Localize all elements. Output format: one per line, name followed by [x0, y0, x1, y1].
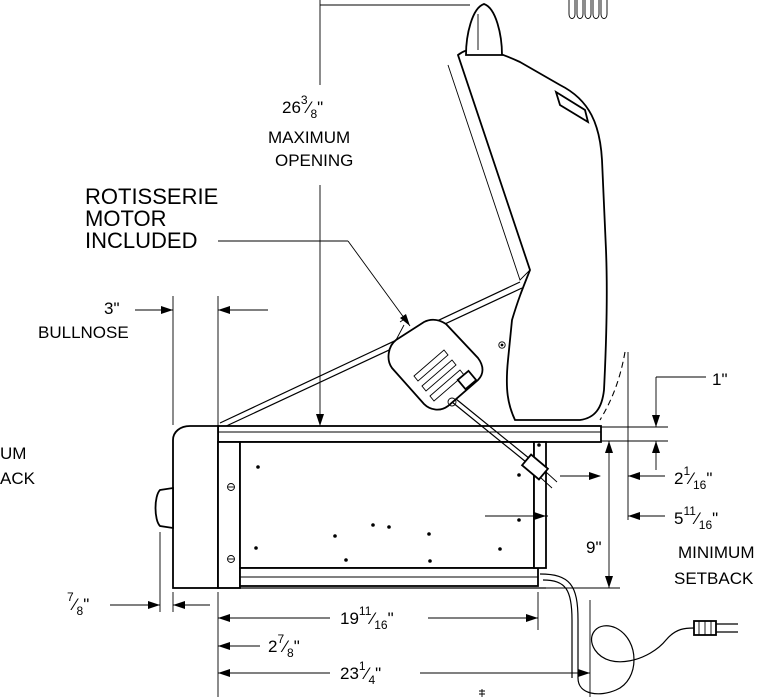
twenty-three-inch-dimension [218, 600, 591, 697]
dim-19-label: 1911⁄16" [340, 604, 394, 632]
min-setback-label-2: SETBACK [674, 569, 754, 588]
power-cord [479, 573, 738, 697]
two-inch-dimension [560, 352, 665, 520]
rotisserie-label-1: ROTISSERIE [85, 184, 218, 209]
max-opening-value: 263⁄8" [282, 93, 323, 121]
max-opening-dimension [316, 0, 470, 426]
seven-eighths-dimension [110, 532, 210, 612]
five-inch-dimension [485, 512, 665, 520]
rotisserie-label-3: INCLUDED [85, 228, 197, 253]
grate-fingers-icon [568, 0, 608, 19]
dim-5-label: 511⁄16" [674, 504, 718, 532]
nineteen-inch-dimension [217, 592, 539, 697]
max-opening-label-2: OPENING [275, 151, 353, 170]
max-opening-label-1: MAXIMUM [268, 128, 350, 147]
grill-base-body [154, 425, 602, 589]
two-seven-eighths-dimension [218, 642, 260, 650]
dim-9-label: 9" [586, 538, 602, 557]
bullnose-dimension [135, 296, 268, 425]
rotisserie-leader-line [218, 240, 411, 327]
min-setback-label-1: MINIMUM [678, 543, 754, 562]
bullnose-dim: 3" [104, 299, 120, 318]
one-inch-dimension [601, 376, 706, 470]
left-cut-label-1: UM [0, 444, 26, 463]
rotisserie-label-2: MOTOR [85, 206, 166, 231]
dim-7-label: 7⁄8" [67, 590, 89, 618]
nine-inch-dimension [546, 441, 620, 589]
dim-2-label: 21⁄16" [674, 464, 712, 492]
dim-2b-label: 27⁄8" [268, 632, 300, 660]
rotisserie-motor [387, 317, 558, 489]
dim-23-label: 231⁄4" [340, 659, 381, 687]
lid-slope-lines [219, 281, 523, 429]
grill-hood [447, 48, 608, 421]
dim-1-label: 1" [712, 370, 728, 389]
left-cut-label-2: ACK [0, 469, 36, 488]
hood-handle-top [465, 3, 503, 56]
bullnose-label: BULLNOSE [38, 323, 129, 342]
